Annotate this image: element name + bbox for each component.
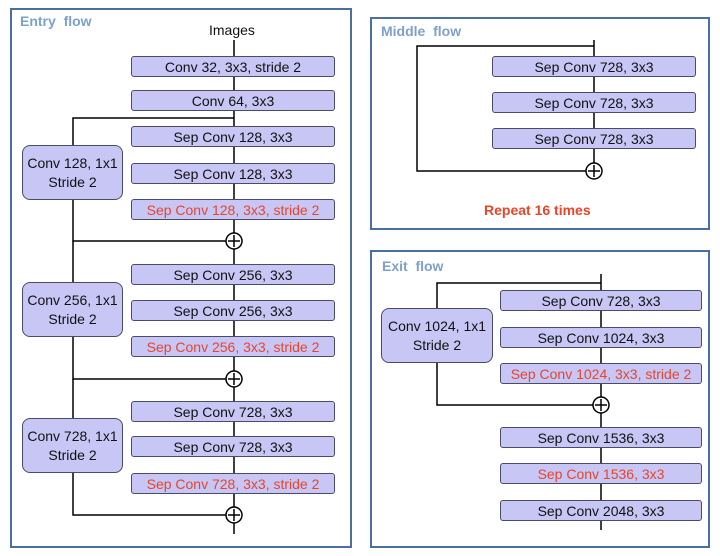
add-node-entry-2 [225, 370, 243, 388]
entry-layer-strided: Sep Conv 256, 3x3, stride 2 [131, 336, 335, 357]
entry-flow-panel [10, 8, 352, 548]
entry-layer: Sep Conv 256, 3x3 [131, 300, 335, 321]
exit-layer: Sep Conv 1536, 3x3 [500, 427, 702, 448]
entry-shortcut-conv: Conv 128, 1x1 Stride 2 [22, 145, 123, 200]
entry-layer: Conv 64, 3x3 [131, 90, 335, 111]
middle-flow-panel [370, 17, 710, 230]
add-node-entry-1 [225, 232, 243, 250]
exit-shortcut-conv: Conv 1024, 1x1 Stride 2 [381, 308, 493, 363]
entry-layer: Conv 32, 3x3, stride 2 [131, 56, 335, 77]
entry-layer: Sep Conv 128, 3x3 [131, 163, 335, 184]
add-node-entry-3 [225, 506, 243, 524]
exit-layer-highlight: Sep Conv 1536, 3x3 [500, 463, 702, 484]
middle-flow-title: Middle flow [381, 23, 462, 39]
entry-layer: Sep Conv 728, 3x3 [131, 436, 335, 457]
exit-layer: Sep Conv 728, 3x3 [500, 290, 702, 311]
middle-layer: Sep Conv 728, 3x3 [492, 92, 696, 113]
entry-layer-strided: Sep Conv 128, 3x3, stride 2 [131, 199, 335, 220]
middle-layer: Sep Conv 728, 3x3 [492, 56, 696, 77]
entry-shortcut-conv: Conv 728, 1x1 Stride 2 [22, 418, 123, 473]
entry-layer: Sep Conv 728, 3x3 [131, 401, 335, 422]
shortcut-line2: Stride 2 [48, 173, 97, 190]
exit-layer: Sep Conv 2048, 3x3 [500, 500, 702, 521]
shortcut-line2: Stride 2 [412, 336, 462, 353]
entry-flow-title: Entry flow [20, 13, 92, 29]
shortcut-line1: Conv 1024, 1x1 [387, 317, 487, 334]
entry-layer-strided: Sep Conv 728, 3x3, stride 2 [131, 473, 335, 494]
input-images-label: Images [209, 22, 255, 38]
exit-layer-strided: Sep Conv 1024, 3x3, stride 2 [500, 363, 702, 384]
entry-layer: Sep Conv 128, 3x3 [131, 126, 335, 147]
repeat-label: Repeat 16 times [484, 202, 591, 218]
exit-flow-panel [370, 250, 710, 548]
shortcut-line1: Conv 256, 1x1 [27, 291, 118, 308]
shortcut-line2: Stride 2 [48, 446, 97, 463]
shortcut-line1: Conv 728, 1x1 [27, 427, 118, 444]
entry-shortcut-conv: Conv 256, 1x1 Stride 2 [22, 282, 123, 337]
exit-flow-title: Exit flow [382, 258, 444, 274]
add-node-exit [592, 396, 610, 414]
exit-layer: Sep Conv 1024, 3x3 [500, 327, 702, 348]
entry-layer: Sep Conv 256, 3x3 [131, 264, 335, 285]
shortcut-line2: Stride 2 [48, 310, 97, 327]
shortcut-line1: Conv 128, 1x1 [27, 154, 118, 171]
middle-layer: Sep Conv 728, 3x3 [492, 128, 696, 149]
add-node-middle [585, 162, 603, 180]
